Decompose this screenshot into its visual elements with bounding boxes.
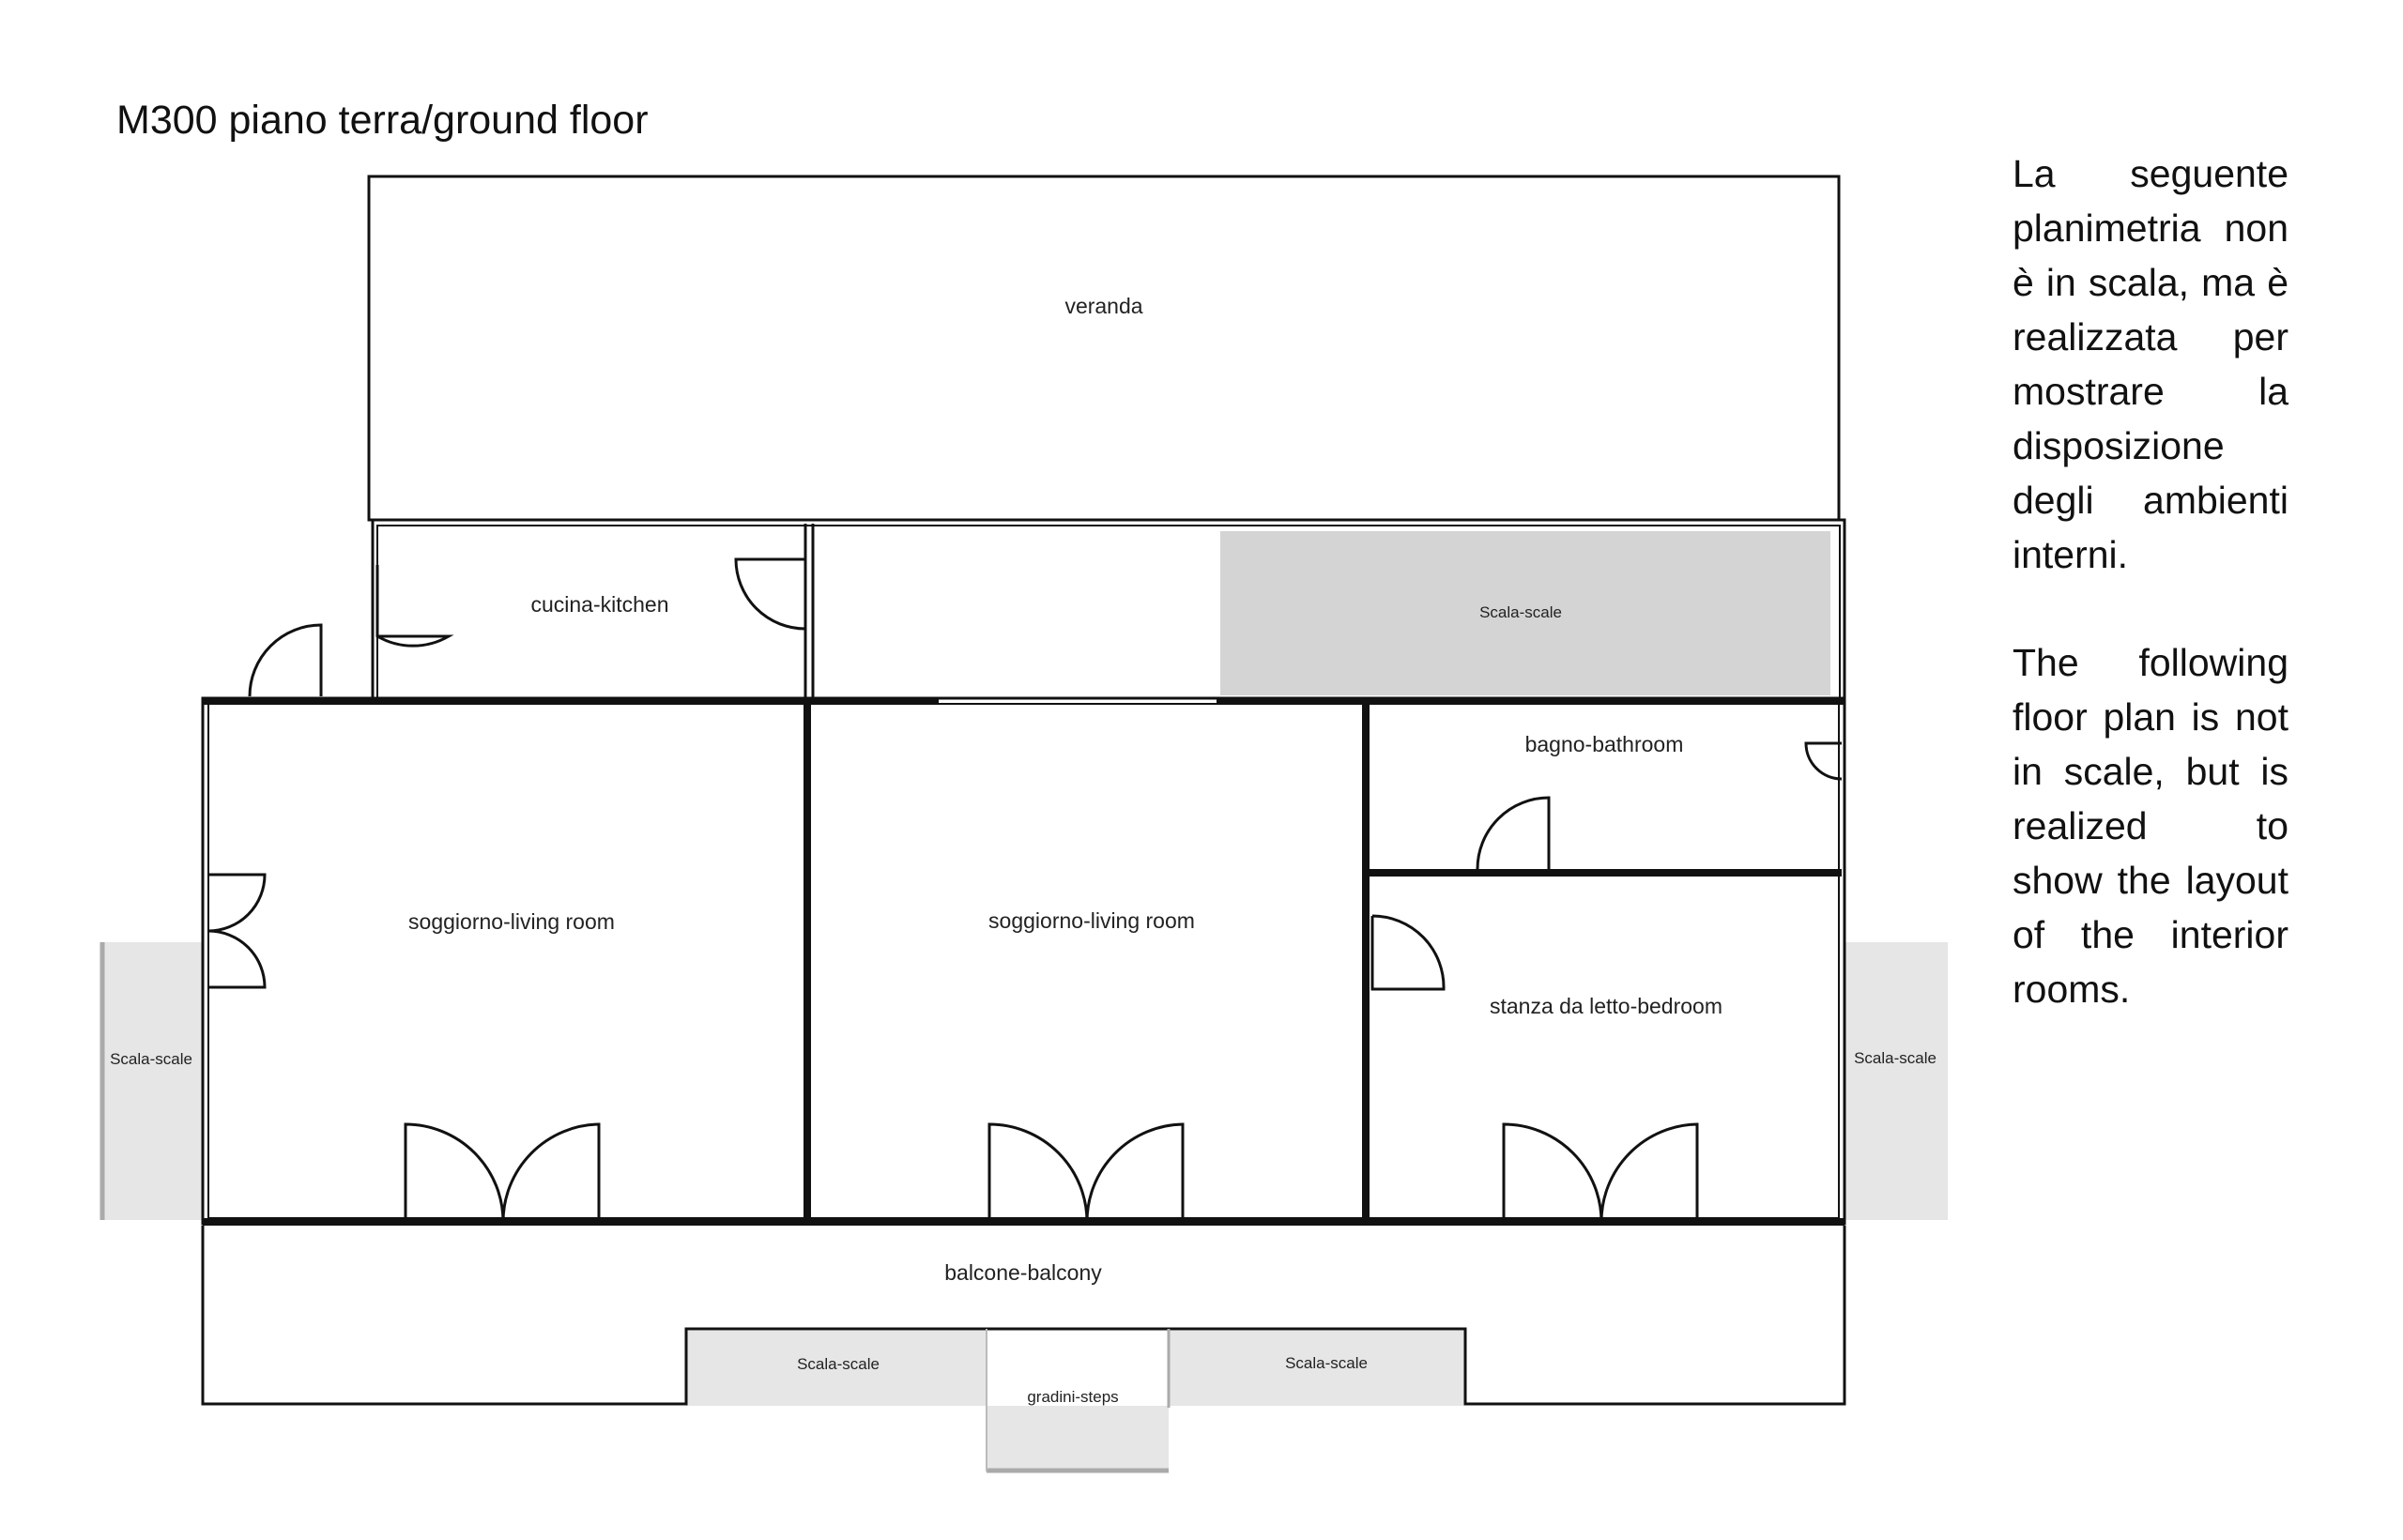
note-english: The following floor plan is not in scale… [2013, 641, 2288, 1011]
bedroom-door [1370, 914, 1446, 991]
main-block-outer [201, 696, 1846, 1226]
room-label-bathroom: bagno-bathroom [1525, 732, 1684, 756]
room-label-kitchen: cucina-kitchen [530, 592, 668, 617]
room-label-stairs-left: Scala-scale [110, 1050, 192, 1068]
room-label-living-center: soggiorno-living room [988, 908, 1195, 933]
room-label-balcony: balcone-balcony [944, 1260, 1102, 1285]
plan-note: La seguente planimetria non è in scala, … [2013, 146, 2288, 1070]
stairs-bottom-right-zone [1170, 1331, 1464, 1406]
room-label-stairs-right: Scala-scale [1854, 1049, 1936, 1067]
bathroom-side-door [1804, 741, 1843, 781]
steps-zone [987, 1406, 1169, 1471]
living-left-side-door [207, 873, 267, 989]
room-label-stairs-bottom-right: Scala-scale [1285, 1354, 1368, 1372]
living-center-balcony-door [987, 1122, 1185, 1223]
main-block-inner [207, 703, 1840, 1219]
bathroom-door [1476, 796, 1551, 870]
bedroom-balcony-door [1502, 1122, 1699, 1223]
living-left-balcony-door [404, 1122, 601, 1223]
veranda-area [367, 175, 1841, 522]
room-label-bedroom: stanza da letto-bedroom [1490, 994, 1722, 1018]
room-label-steps: gradini-steps [1027, 1388, 1118, 1406]
room-label-stairs-bottom-left: Scala-scale [797, 1355, 880, 1373]
kitchen-right-door [734, 557, 806, 631]
stairs-right-zone [1844, 942, 1948, 1220]
stairs-top-zone [1220, 531, 1830, 695]
room-label-veranda: veranda [1064, 294, 1142, 318]
room-label-stairs-top: Scala-scale [1479, 603, 1562, 621]
entry-door [248, 623, 323, 697]
kitchen-left-door [375, 565, 454, 648]
page-title: M300 piano terra/ground floor [116, 98, 649, 143]
note-italian: La seguente planimetria non è in scala, … [2013, 152, 2288, 576]
room-label-living-left: soggiorno-living room [408, 909, 615, 934]
balcony-outline [201, 1226, 1846, 1406]
stairs-bottom-left-zone [686, 1331, 987, 1406]
stairs-left-zone [101, 942, 203, 1220]
